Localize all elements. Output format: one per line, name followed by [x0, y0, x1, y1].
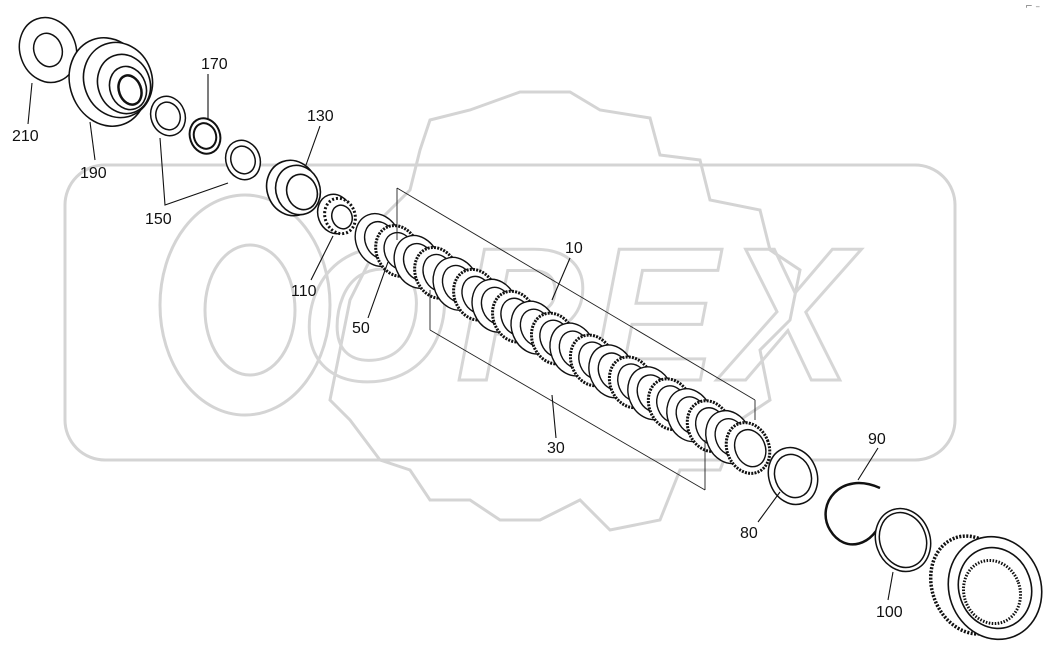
- callout-150: 150: [145, 211, 172, 228]
- callout-130: 130: [307, 108, 334, 125]
- part-90-snap-ring: [824, 481, 884, 546]
- part-190-housing: [68, 36, 154, 128]
- callout-100: 100: [876, 604, 903, 621]
- part-drum: [928, 534, 1043, 641]
- part-150-washer-a: [149, 95, 187, 137]
- callout-10: 10: [565, 240, 583, 257]
- friction-disc: [724, 421, 772, 475]
- callout-80: 80: [740, 525, 758, 542]
- clutch-pack-discs: [354, 212, 772, 475]
- callout-190: 190: [80, 165, 107, 182]
- leader-lines: [27, 74, 894, 601]
- callout-90: 90: [868, 431, 886, 448]
- part-130-piston: [265, 159, 322, 217]
- part-100-ring: [874, 507, 932, 573]
- corner-mark: ⌐ –: [1025, 2, 1040, 12]
- part-210-washer: [18, 16, 78, 84]
- watermark-frame: [63, 163, 957, 462]
- clutch-pack-bracket: [396, 187, 756, 491]
- callout-110: 110: [291, 283, 317, 300]
- watermark-logo: [63, 90, 957, 532]
- callout-50: 50: [352, 320, 370, 337]
- watermark-o-inner: [203, 243, 297, 377]
- part-80-washer: [767, 446, 819, 506]
- callout-30: 30: [547, 440, 565, 457]
- callout-170: 170: [201, 56, 228, 73]
- watermark-gear-icon: [328, 90, 802, 532]
- part-150-washer-b: [224, 139, 262, 181]
- watermark-o-outer: [158, 193, 332, 417]
- callout-210: 210: [12, 128, 39, 145]
- part-170-ring: [188, 117, 222, 155]
- part-110-spring: [316, 193, 357, 236]
